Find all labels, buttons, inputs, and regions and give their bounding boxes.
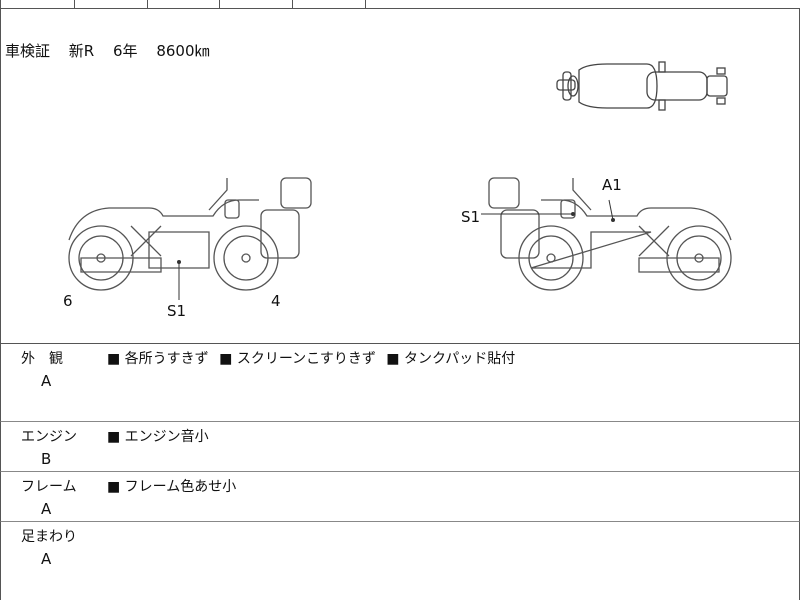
inspection-status: 新R	[68, 42, 95, 60]
condition-row-suspension: 足まわり A	[0, 522, 800, 600]
header-cell	[74, 0, 75, 8]
marker-label: 6	[63, 292, 73, 310]
row-notes: ■ フレーム色あせ小	[107, 476, 242, 496]
note-item: ■ エンジン音小	[107, 429, 209, 445]
condition-row-frame: フレーム A ■ フレーム色あせ小	[0, 472, 800, 522]
row-category: エンジン	[21, 429, 77, 445]
inspection-mileage: 8600㎞	[156, 42, 210, 60]
row-category: フレーム	[21, 479, 77, 495]
motorcycle-left-side-icon	[68, 177, 312, 291]
row-grade: A	[41, 550, 52, 568]
row-grade: A	[41, 500, 52, 518]
note-item: ■ タンクパッド貼付	[386, 351, 516, 367]
marker-leader-line	[177, 260, 181, 300]
motorcycle-top-view-icon	[556, 61, 728, 111]
header-row-fragment	[0, 0, 800, 9]
note-item: ■ スクリーンこすりきず	[219, 351, 376, 367]
header-cell	[365, 0, 366, 8]
motorcycle-right-side-icon	[488, 177, 732, 291]
damage-diagram: 車検証 新R 6年 8600㎞	[0, 8, 800, 344]
row-category: 足まわり	[21, 529, 77, 545]
row-category: 外 観	[21, 351, 63, 367]
header-cell	[219, 0, 220, 8]
marker-leader-lines	[481, 199, 615, 222]
header-cell	[292, 0, 293, 8]
condition-row-engine: エンジン B ■ エンジン音小	[0, 422, 800, 472]
inspection-age: 6年	[113, 42, 138, 60]
row-grade: A	[41, 372, 52, 390]
marker-label: S1	[461, 208, 481, 226]
header-cell	[0, 0, 1, 8]
row-notes: ■ 各所うすきず ■ スクリーンこすりきず ■ タンクパッド貼付	[107, 348, 521, 368]
condition-row-exterior: 外 観 A ■ 各所うすきず ■ スクリーンこすりきず ■ タンクパッド貼付	[0, 344, 800, 422]
inspection-label: 車検証	[5, 42, 51, 60]
header-cell	[147, 0, 148, 8]
inspection-info: 車検証 新R 6年 8600㎞	[5, 40, 224, 61]
marker-label: S1	[167, 302, 187, 320]
row-notes: ■ エンジン音小	[107, 426, 215, 446]
row-grade: B	[41, 450, 52, 468]
marker-label: 4	[271, 292, 281, 310]
note-item: ■ フレーム色あせ小	[107, 479, 237, 495]
marker-label: A1	[602, 176, 622, 194]
note-item: ■ 各所うすきず	[107, 351, 209, 367]
